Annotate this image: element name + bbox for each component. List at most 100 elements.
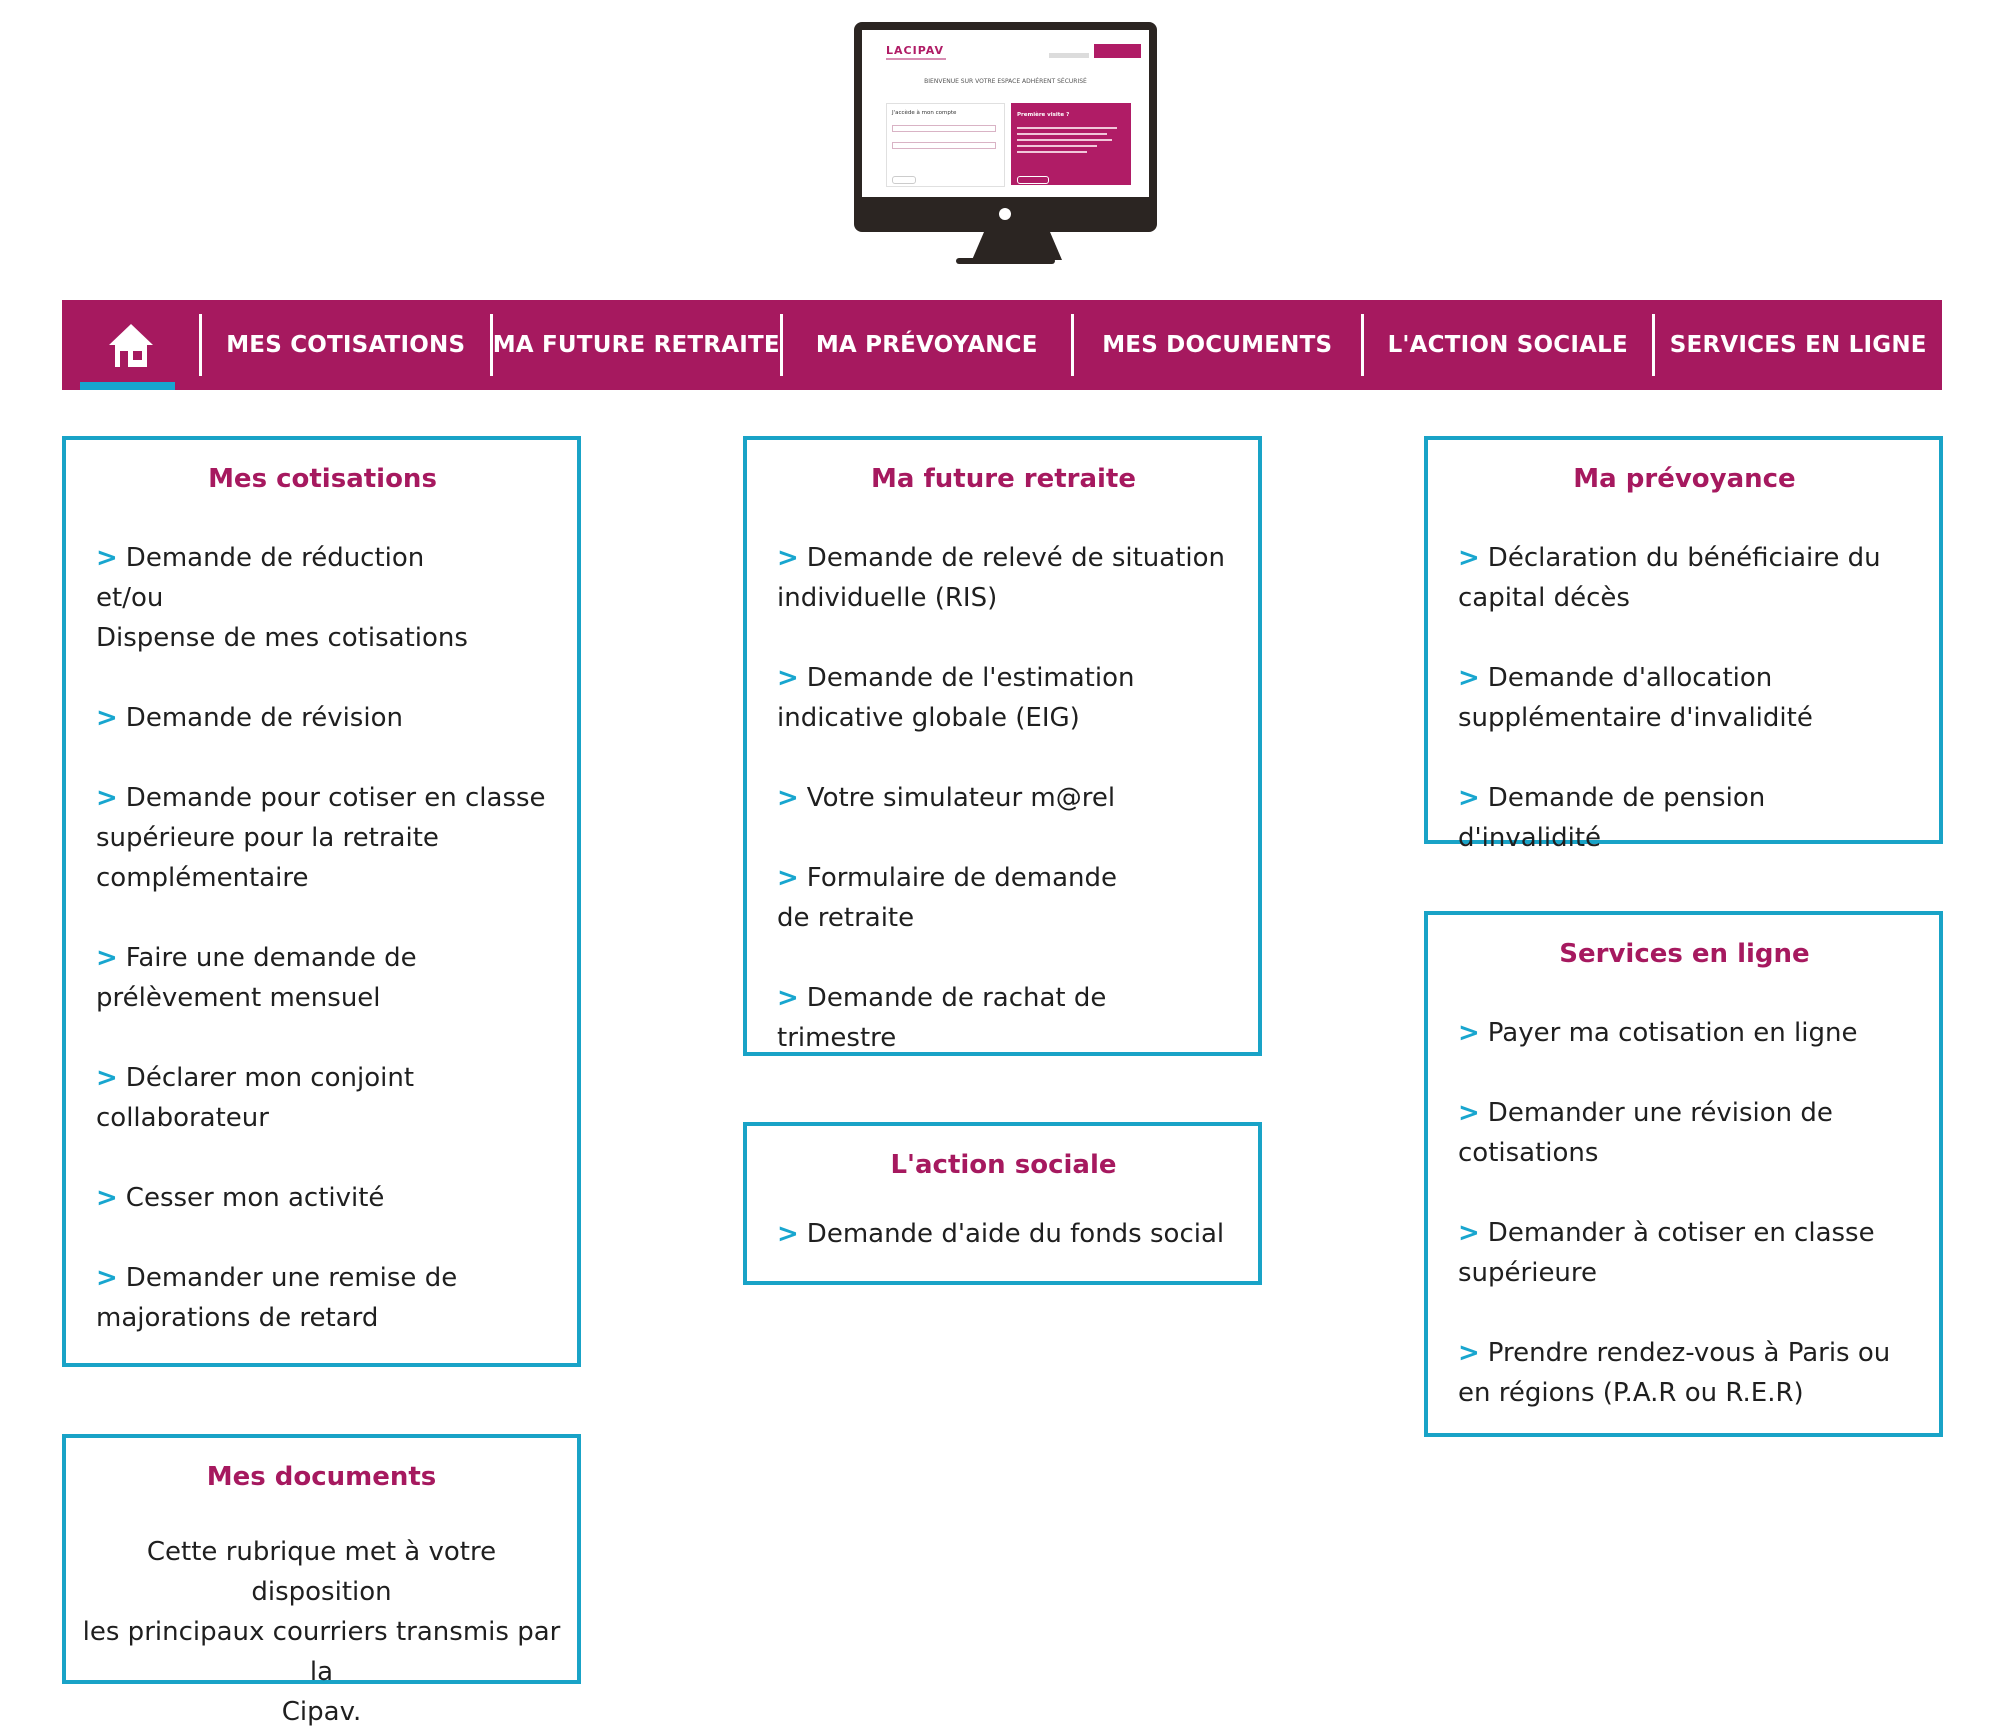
monitor-power-dot xyxy=(999,208,1011,220)
link-item[interactable]: >Demande de relevé de situation individue… xyxy=(777,538,1230,618)
link-item[interactable]: >Demande d'aide du fonds social xyxy=(777,1214,1230,1254)
chevron-right-icon: > xyxy=(777,863,799,893)
section-action-sociale: L'action sociale >Demande d'aide du fond… xyxy=(743,1122,1262,1285)
section-title: Mes documents xyxy=(206,1462,437,1492)
section-ma-prevoyance: Ma prévoyance >Déclaration du bénéficiai… xyxy=(1424,436,1943,853)
link-text: Demande de révision xyxy=(125,703,403,733)
link-item[interactable]: >Cesser mon activité xyxy=(96,1178,549,1218)
link-text: Dispense de mes cotisations xyxy=(96,623,468,653)
link-item[interactable]: >Demande pour cotiser en classe supérieur… xyxy=(96,778,549,898)
chevron-right-icon: > xyxy=(96,1063,118,1093)
nav-mes-documents[interactable]: MES DOCUMENTS xyxy=(1070,314,1362,376)
link-item[interactable]: >Demander à cotiser en classe supérieure xyxy=(1458,1213,1911,1293)
link-item[interactable]: >Demande de rachat de trimestre xyxy=(777,978,1230,1058)
section-mes-documents: Mes documents Cette rubrique met à votre… xyxy=(62,1434,581,1727)
link-text: Demande de réduction xyxy=(125,543,425,573)
link-item[interactable]: >Demander une remise de majorations de re… xyxy=(96,1258,549,1338)
link-item[interactable]: >Demande de révision xyxy=(96,698,549,738)
nav-services-en-ligne[interactable]: SERVICES EN LIGNE xyxy=(1651,314,1943,376)
chevron-right-icon: > xyxy=(1458,1018,1480,1048)
screen-login-title: J'accède à mon compte xyxy=(892,110,957,116)
screen-first-visit-card xyxy=(1011,103,1131,185)
chevron-right-icon: > xyxy=(96,543,118,573)
chevron-right-icon: > xyxy=(1458,543,1480,573)
chevron-right-icon: > xyxy=(96,1263,118,1293)
link-text: Votre simulateur m@rel xyxy=(806,783,1116,813)
screen-logo: LACIPAV xyxy=(886,44,945,57)
section-title: Ma prévoyance xyxy=(1573,464,1796,494)
chevron-right-icon: > xyxy=(1458,1338,1480,1368)
link-text: complémentaire xyxy=(96,863,309,893)
description-line: les principaux courriers transmis par la xyxy=(82,1617,561,1687)
link-text: indicative globale (EIG) xyxy=(777,703,1080,733)
link-item[interactable]: >Déclarer mon conjoint collaborateur xyxy=(96,1058,549,1138)
nav-ma-prevoyance[interactable]: MA PRÉVOYANCE xyxy=(780,314,1071,376)
chevron-right-icon: > xyxy=(96,1183,118,1213)
link-text: cotisations xyxy=(1458,1138,1599,1168)
link-text: Cesser mon activité xyxy=(125,1183,385,1213)
link-text: en régions (P.A.R ou R.E.R) xyxy=(1458,1378,1804,1408)
chevron-right-icon: > xyxy=(1458,783,1480,813)
nav-ma-future-retraite[interactable]: MA FUTURE RETRAITE xyxy=(489,314,781,376)
link-text: collaborateur xyxy=(96,1103,269,1133)
chevron-right-icon: > xyxy=(777,1219,799,1249)
chevron-right-icon: > xyxy=(1458,663,1480,693)
monitor-illustration: LACIPAV BIENVENUE SUR VOTRE ESPACE ADHÉR… xyxy=(854,22,1157,264)
link-text: supérieure pour la retraite xyxy=(96,823,439,853)
link-text: supérieure xyxy=(1458,1258,1598,1288)
nav-action-sociale[interactable]: L'ACTION SOCIALE xyxy=(1361,314,1652,376)
link-text: de retraite xyxy=(777,903,915,933)
link-text: Prendre rendez-vous à Paris ou xyxy=(1487,1338,1891,1368)
section-title: Services en ligne xyxy=(1559,939,1810,969)
link-text: Déclarer mon conjoint xyxy=(125,1063,415,1093)
link-text: Demande de pension d'invalidité xyxy=(1458,783,1766,853)
link-item[interactable]: >Prendre rendez-vous à Paris ou en région… xyxy=(1458,1333,1911,1413)
screen-account-button xyxy=(1094,44,1141,58)
link-text: prélèvement mensuel xyxy=(96,983,381,1013)
link-item[interactable]: >Votre simulateur m@rel xyxy=(777,778,1230,818)
item-list: >Demande d'aide du fonds social xyxy=(777,1214,1230,1254)
link-text: Demande d'aide du fonds social xyxy=(806,1219,1225,1249)
screen-first-visit-title: Première visite ? xyxy=(1017,112,1070,118)
link-text: Demander une remise de xyxy=(125,1263,458,1293)
link-item[interactable]: >Demande de pension d'invalidité xyxy=(1458,778,1911,858)
chevron-right-icon: > xyxy=(96,783,118,813)
chevron-right-icon: > xyxy=(777,543,799,573)
link-item[interactable]: >Payer ma cotisation en ligne xyxy=(1458,1013,1911,1053)
monitor-base xyxy=(956,258,1055,264)
section-title: Mes cotisations xyxy=(208,464,437,494)
link-text: Demande de relevé de situation xyxy=(806,543,1226,573)
nav-mes-cotisations[interactable]: MES COTISATIONS xyxy=(199,314,490,376)
link-text: Demande de rachat de trimestre xyxy=(777,983,1107,1053)
screen-login-card xyxy=(886,103,1005,187)
chevron-right-icon: > xyxy=(1458,1098,1480,1128)
link-text: majorations de retard xyxy=(96,1303,379,1333)
active-indicator xyxy=(80,382,175,390)
home-icon xyxy=(108,324,153,367)
chevron-right-icon: > xyxy=(777,983,799,1013)
link-text: Demande de l'estimation xyxy=(806,663,1135,693)
link-text: et/ou xyxy=(96,583,164,613)
link-text: Demande pour cotiser en classe xyxy=(125,783,546,813)
description-line: Cipav. xyxy=(281,1697,362,1727)
link-text: Demander à cotiser en classe xyxy=(1487,1218,1875,1248)
description-line: Cette rubrique met à votre disposition xyxy=(146,1537,497,1607)
link-text: individuelle (RIS) xyxy=(777,583,998,613)
monitor-neck xyxy=(972,232,1062,260)
chevron-right-icon: > xyxy=(1458,1218,1480,1248)
link-item[interactable]: >Demander une révision de cotisations xyxy=(1458,1093,1911,1173)
link-text: Demander une révision de xyxy=(1487,1098,1833,1128)
link-text: Payer ma cotisation en ligne xyxy=(1487,1018,1858,1048)
section-ma-future-retraite: Ma future retraite >Demande de relevé de… xyxy=(743,436,1262,1056)
nav-home[interactable] xyxy=(62,300,199,390)
item-list: >Payer ma cotisation en ligne>Demander u… xyxy=(1458,1013,1911,1413)
